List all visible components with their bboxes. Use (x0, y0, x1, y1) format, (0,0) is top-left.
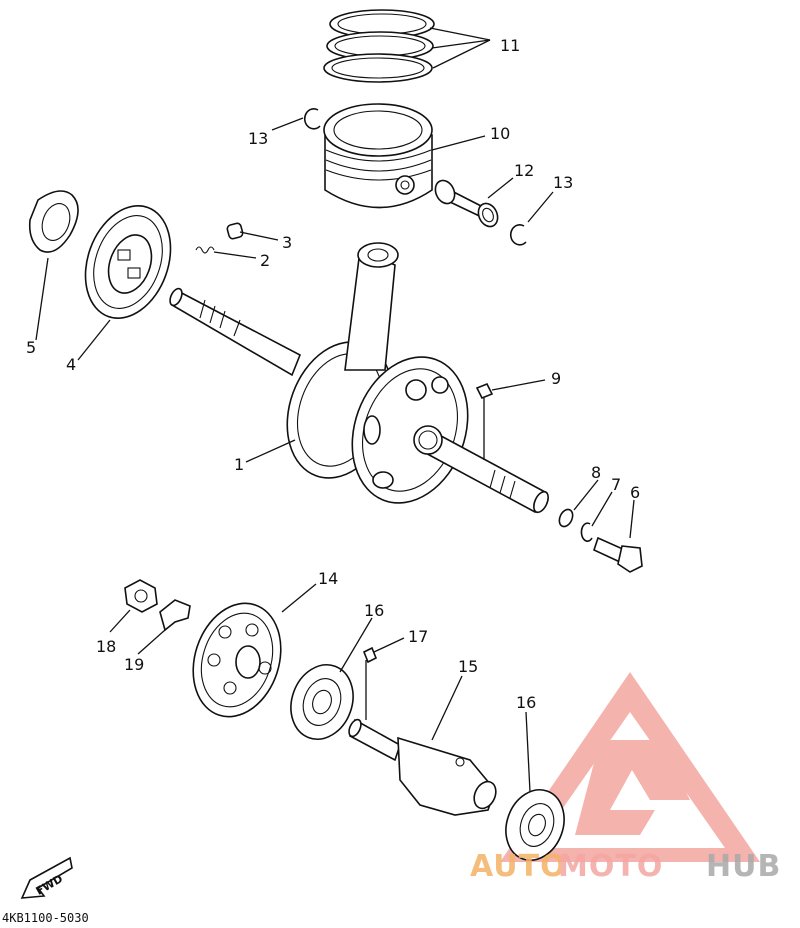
dowel-pin (226, 222, 244, 240)
watermark-text-moto: MOTO (558, 849, 663, 884)
lock-plate (159, 599, 191, 632)
bearing-upper (290, 664, 354, 740)
callout-3: 3 (282, 233, 292, 252)
callout-11: 11 (500, 36, 520, 55)
callout-9: 9 (551, 369, 561, 388)
balancer-gear (192, 602, 282, 718)
callout-10: 10 (490, 124, 510, 143)
callout-7: 7 (611, 475, 621, 494)
balancer-shaft (348, 718, 497, 816)
callout-16-upper: 16 (364, 601, 384, 620)
callout-16-lower: 16 (516, 693, 536, 712)
piston-pin (434, 179, 499, 228)
piston-rings (323, 9, 491, 83)
watermark-text-auto: AUTO (470, 849, 567, 884)
plain-washer (558, 508, 574, 528)
washer (28, 190, 79, 253)
spring (195, 246, 215, 254)
callout-labels: 11 10 13 12 13 3 2 5 4 9 1 8 7 6 14 16 1… (26, 36, 640, 712)
nut (124, 579, 158, 613)
bolt (593, 536, 643, 573)
circlip-right (509, 224, 527, 246)
callout-19: 19 (124, 655, 144, 674)
callout-8: 8 (591, 463, 601, 482)
callout-2: 2 (260, 251, 270, 270)
piston (323, 103, 433, 209)
callout-5: 5 (26, 338, 36, 357)
balancer-key (362, 646, 378, 664)
leader-lines (35, 117, 635, 793)
woodruff-key (475, 382, 494, 400)
fwd-arrow (20, 856, 73, 899)
timing-gear (84, 205, 172, 319)
callout-18: 18 (96, 637, 116, 656)
callout-15: 15 (458, 657, 478, 676)
drawing-code: 4KB1100-5030 (2, 911, 89, 925)
watermark-logo (500, 672, 760, 862)
callout-14: 14 (318, 569, 338, 588)
watermark-text: AUTO MOTO HUB (470, 849, 781, 884)
callout-4: 4 (66, 355, 76, 374)
callout-6: 6 (630, 483, 640, 502)
bearing-lower (505, 789, 565, 861)
callout-17: 17 (408, 627, 428, 646)
watermark-text-hub: HUB (706, 849, 781, 884)
circlip-left (303, 108, 321, 130)
lock-washer (580, 522, 593, 542)
callout-12: 12 (514, 161, 534, 180)
callout-13-right: 13 (553, 173, 573, 192)
callout-13-left: 13 (248, 129, 268, 148)
callout-1: 1 (234, 455, 244, 474)
crankshaft-assembly (169, 242, 549, 514)
